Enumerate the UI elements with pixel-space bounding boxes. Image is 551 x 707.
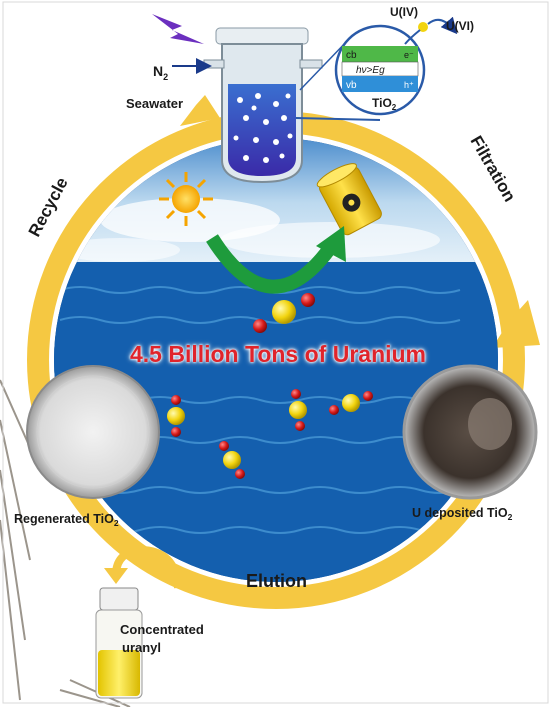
- uranyl-molecule: [289, 389, 307, 431]
- n2-label: N2: [153, 63, 168, 82]
- concentrated-uranyl-label-line2: uranyl: [122, 640, 161, 655]
- tio2-band-inset: [334, 24, 426, 116]
- electron-label: e⁻: [404, 50, 414, 60]
- hole-label: h⁺: [404, 80, 414, 90]
- return-arrow: [104, 545, 182, 589]
- vb-label: vb: [346, 80, 357, 91]
- uranyl-molecule: [329, 391, 373, 415]
- filtration-arrowhead: [492, 300, 540, 348]
- zoom-line: [295, 117, 381, 121]
- radioactive-barrel-icon: [316, 163, 382, 236]
- uranyl-vial: [95, 587, 143, 699]
- green-curved-arrow-icon: [206, 226, 346, 294]
- uranyl-molecule: [253, 293, 315, 333]
- reactor-vessel: [203, 27, 323, 184]
- tio2-inset-label: TiO2: [372, 96, 397, 112]
- headline: 4.5 Billion Tons of Uranium: [129, 341, 427, 367]
- concentrated-uranyl-label-line1: Concentrated: [120, 622, 204, 637]
- elution-label: Elution: [246, 571, 307, 591]
- redox-arrows: [404, 16, 458, 45]
- sun-icon: [159, 172, 213, 226]
- recycle-arrowhead: [180, 95, 220, 126]
- u4-label: U(IV): [390, 5, 418, 19]
- photon-energy-label: hν>Eg: [356, 65, 385, 76]
- lightning-icon: [152, 14, 204, 44]
- regenerated-tio2-plate: [26, 365, 160, 499]
- u6-label: U(VI): [446, 19, 474, 33]
- regenerated-tio2-label: Regenerated TiO2: [14, 512, 119, 528]
- uranyl-molecule: [219, 441, 245, 479]
- cb-label: cb: [346, 50, 357, 61]
- seawater-label: Seawater: [126, 96, 183, 111]
- uranyl-molecule: [167, 395, 185, 437]
- u-deposited-tio2-plate: [402, 364, 538, 500]
- u-deposited-tio2-label: U deposited TiO2: [412, 506, 513, 522]
